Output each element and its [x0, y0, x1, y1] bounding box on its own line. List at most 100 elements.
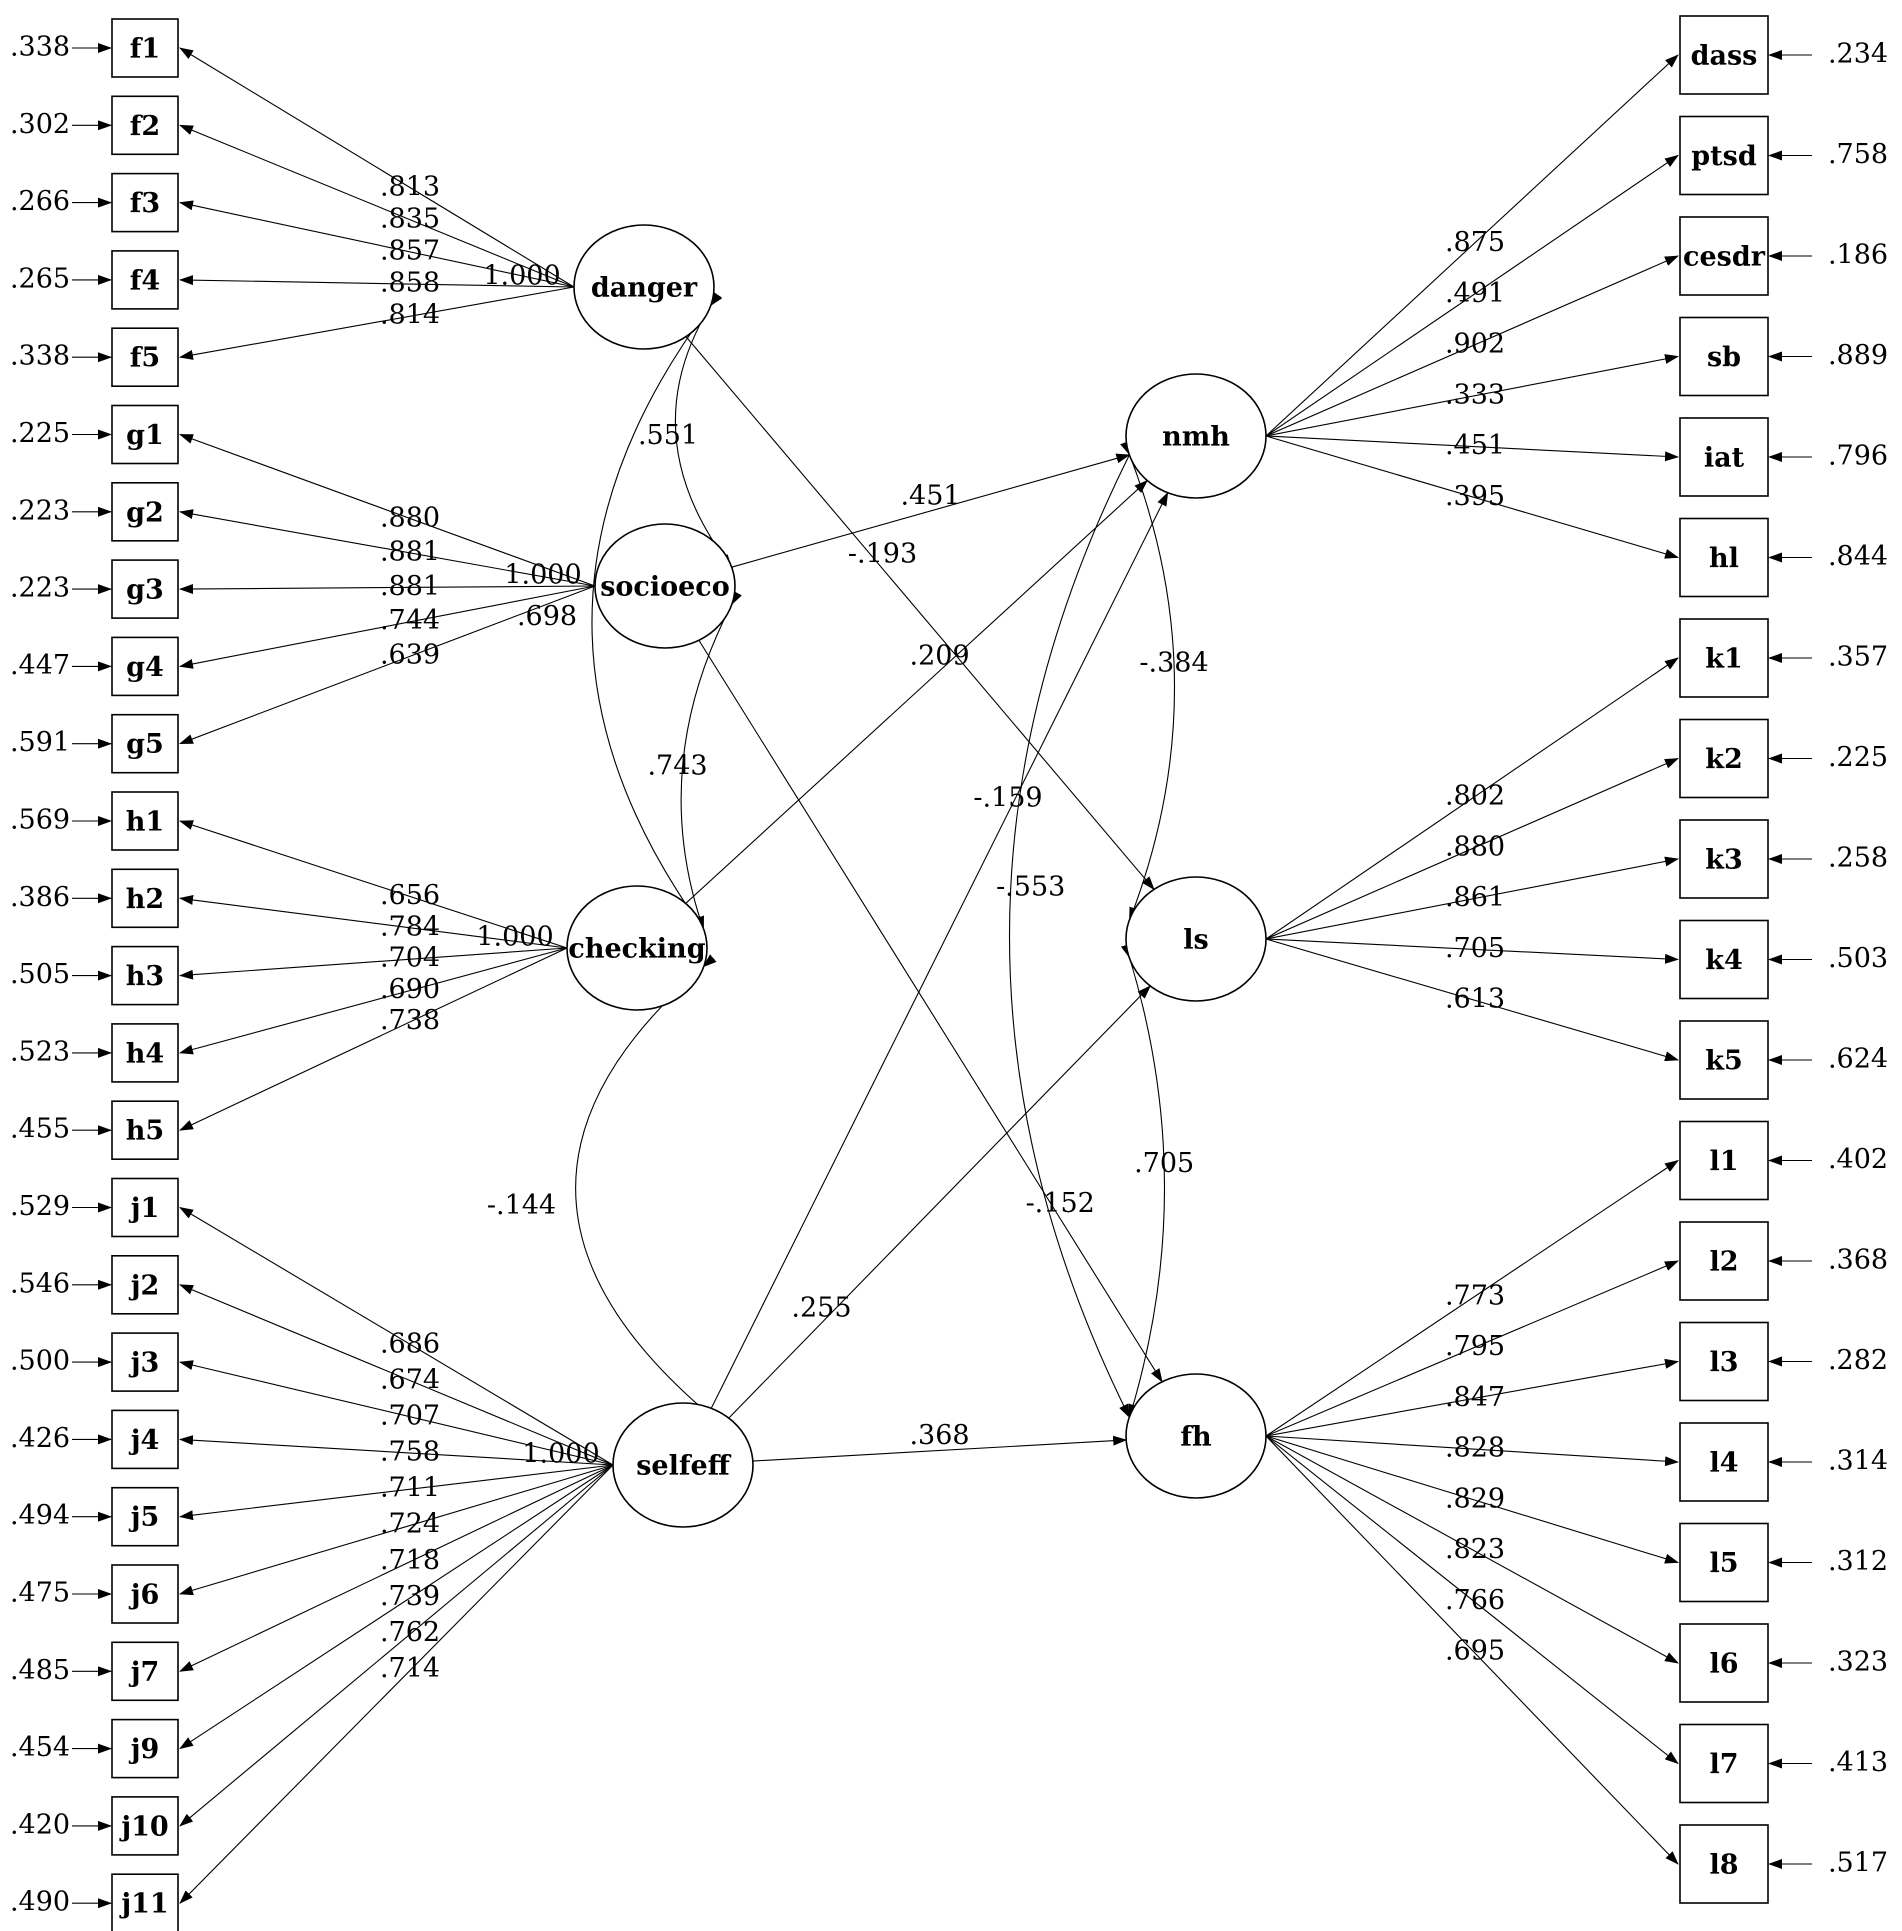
loading-label-k4: .705: [1445, 933, 1505, 964]
path-label-selfeff-nmh: -.159: [973, 783, 1042, 814]
loading-arrow-l7: [1265, 1435, 1679, 1765]
loading-arrow-f2: [179, 124, 575, 288]
loading-label-l8: .695: [1445, 1636, 1505, 1667]
loading-label-h4: .690: [380, 974, 440, 1005]
indicator-label-iat: iat: [1704, 443, 1745, 474]
error-variance-j9: .454: [10, 1732, 70, 1763]
loading-arrow-g1: [179, 433, 596, 587]
indicator-box-j3: [111, 1332, 179, 1392]
loading-label-f3: .857: [380, 236, 440, 267]
loading-label-j10: .762: [380, 1617, 440, 1648]
indicator-label-j4: j4: [129, 1425, 160, 1456]
covariance-label-danger-socioeco: .551: [638, 420, 698, 451]
loading-label-j4: .758: [380, 1437, 440, 1468]
indicator-box-j1: [111, 1177, 179, 1238]
loading-label-sb: .333: [1445, 379, 1505, 410]
loading-arrow-j3: [179, 1360, 614, 1466]
loading-arrow-j7: [179, 1464, 614, 1672]
indicator-label-l6: l6: [1709, 1649, 1738, 1680]
indicator-label-j9: j9: [129, 1734, 160, 1765]
error-variance-l4: .314: [1828, 1446, 1888, 1477]
indicator-box-l5: [1679, 1522, 1769, 1603]
loading-arrow-sb: [1265, 354, 1679, 437]
indicator-label-l3: l3: [1709, 1347, 1738, 1378]
loading-label-k5: .613: [1445, 984, 1505, 1015]
loading-label-j7: .718: [380, 1545, 440, 1576]
indicator-box-h4: [111, 1023, 179, 1083]
loading-label-l4: .828: [1445, 1433, 1505, 1464]
indicator-box-f3: [111, 172, 179, 233]
path-selfeff-fh: [752, 1435, 1128, 1462]
error-variance-h3: .505: [10, 959, 70, 990]
indicator-box-g2: [111, 481, 179, 542]
indicator-label-f3: f3: [130, 188, 160, 219]
loading-arrow-k5: [1265, 938, 1679, 1062]
indicator-label-f5: f5: [130, 343, 160, 374]
error-variance-g5: .591: [10, 727, 70, 758]
loading-label-g4: .744: [380, 605, 440, 636]
error-variance-g4: .447: [10, 650, 70, 681]
variance-label-danger: 1.000: [483, 261, 560, 292]
variance-label-socioeco: 1.000: [504, 560, 581, 591]
loading-label-h3: .704: [380, 943, 440, 974]
error-variance-sb: .889: [1828, 340, 1888, 371]
path-label-selfeff-fh: .368: [909, 1420, 969, 1451]
latent-label-checking: checking: [568, 934, 705, 965]
error-variance-h5: .455: [10, 1114, 70, 1145]
indicator-box-g1: [111, 404, 179, 465]
latent-label-ls: ls: [1183, 925, 1208, 956]
loading-label-k1: .802: [1445, 781, 1505, 812]
covariance-checking-selfeff: [575, 954, 751, 1447]
error-variance-k4: .503: [1828, 943, 1888, 974]
indicator-label-k5: k5: [1705, 1046, 1743, 1077]
path-socioeco-fh: [698, 639, 1163, 1383]
loading-arrow-g3: [179, 584, 596, 595]
loading-arrow-g5: [179, 585, 596, 745]
loading-arrow-f1: [179, 47, 575, 288]
latent-socioeco: [594, 523, 736, 649]
indicator-box-h2: [111, 868, 179, 929]
indicator-box-l6: [1679, 1623, 1769, 1703]
indicator-box-f4: [111, 250, 179, 310]
path-label-checking-nmh: .209: [910, 640, 970, 671]
indicator-label-l5: l5: [1709, 1548, 1738, 1579]
indicator-box-iat: [1679, 417, 1769, 497]
indicator-box-l2: [1679, 1221, 1769, 1301]
error-variance-l7: .413: [1828, 1747, 1888, 1778]
latent-nmh: [1125, 373, 1267, 499]
error-variance-ptsd: .758: [1828, 139, 1888, 170]
indicator-label-cesdr: cesdr: [1683, 242, 1766, 273]
latent-label-nmh: nmh: [1162, 422, 1230, 453]
indicator-box-h5: [111, 1100, 179, 1160]
error-variance-h4: .523: [10, 1036, 70, 1067]
error-variance-l8: .517: [1828, 1848, 1888, 1879]
indicator-box-hl: [1679, 517, 1769, 598]
covariance-label-danger-checking: .698: [517, 601, 577, 632]
indicator-box-ptsd: [1679, 115, 1769, 196]
loading-arrow-f5: [179, 286, 575, 360]
loading-label-g1: .880: [380, 502, 440, 533]
indicator-label-k3: k3: [1705, 845, 1743, 876]
loading-label-h1: .656: [380, 880, 440, 911]
error-variance-j7: .485: [10, 1655, 70, 1686]
error-variance-j11: .490: [10, 1887, 70, 1918]
error-variance-dass: .234: [1828, 39, 1888, 70]
indicator-label-g2: g2: [126, 497, 164, 528]
error-variance-cesdr: .186: [1828, 240, 1888, 271]
error-variance-j3: .500: [10, 1346, 70, 1377]
loading-arrow-l5: [1265, 1435, 1679, 1564]
indicator-label-j3: j3: [129, 1348, 160, 1379]
path-selfeff-ls: [728, 985, 1151, 1419]
loading-arrow-h4: [179, 947, 568, 1055]
loading-arrow-g2: [179, 509, 596, 587]
indicator-box-g4: [111, 636, 179, 697]
loading-arrow-h3: [179, 947, 568, 980]
error-variance-j2: .546: [10, 1268, 70, 1299]
error-variance-l2: .368: [1828, 1245, 1888, 1276]
indicator-box-dass: [1679, 15, 1769, 95]
loading-arrow-ptsd: [1265, 154, 1679, 437]
loading-label-j11: .714: [380, 1653, 440, 1684]
indicator-box-g5: [111, 713, 179, 774]
loading-label-dass: .875: [1445, 227, 1505, 258]
latent-danger: [573, 224, 715, 350]
